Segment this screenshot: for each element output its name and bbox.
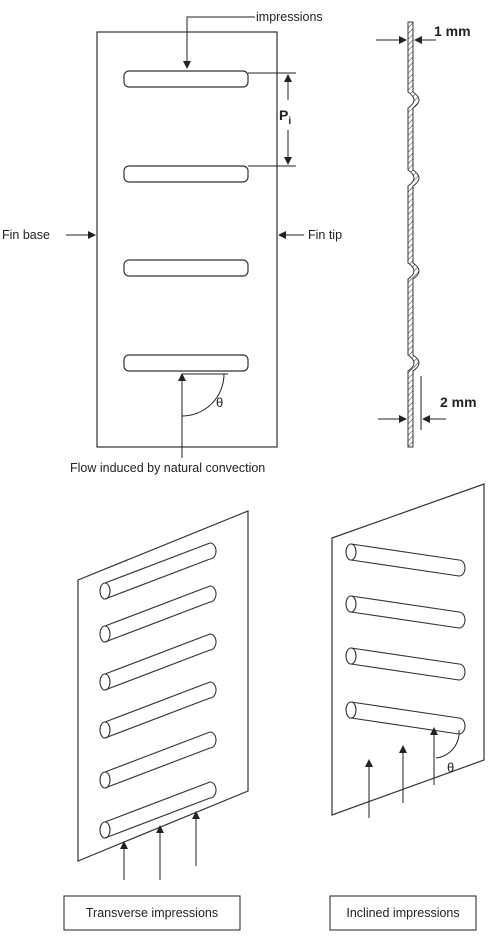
impressions-leader [183,16,255,69]
transverse-caption: Transverse impressions [86,906,218,920]
fin-plate [96,31,278,448]
impressions-label: impressions [256,10,323,24]
inclined-caption-box [329,895,477,931]
theta-top-label: θ [216,395,223,410]
fin-tip-label: Fin tip [308,228,342,242]
transverse-caption-box [63,895,241,931]
inclined-view: θ Inclined impressions [329,483,485,931]
flow-label: Flow induced by natural convection [70,461,265,475]
impression-slot [123,70,249,88]
inclined-tube-impression [345,701,466,735]
impression-slot [123,259,249,277]
transverse-fin-plate [77,510,249,862]
theta-arc-inclined [435,729,460,759]
theta-arc [181,373,225,417]
tube-impression [99,781,217,839]
tube-impression [99,542,217,600]
theta-bottom-label: θ [447,760,454,775]
inclined-tube-impression [345,543,466,577]
tube-impression [99,633,217,691]
inclined-fin-plate [331,483,485,816]
pitch-label: Pi [279,107,291,127]
tube-impression [99,681,217,739]
fin-base-label: Fin base [2,228,50,242]
inclined-caption: Inclined impressions [346,906,459,920]
section-view: 1 mm 2 mm [376,21,477,448]
impression-slot [123,165,249,183]
tube-impression [99,585,217,643]
front-view: impressions Pi Fin base Fin tip θ Flow i… [2,10,342,475]
inclined-tube-impression [345,595,466,629]
thickness-top-label: 1 mm [434,23,471,39]
transverse-view: Transverse impressions [63,510,249,931]
tube-impression [99,731,217,789]
thickness-bottom-label: 2 mm [440,394,477,410]
fin-section [407,21,420,448]
impression-slot [123,354,249,372]
inclined-tube-impression [345,647,466,681]
